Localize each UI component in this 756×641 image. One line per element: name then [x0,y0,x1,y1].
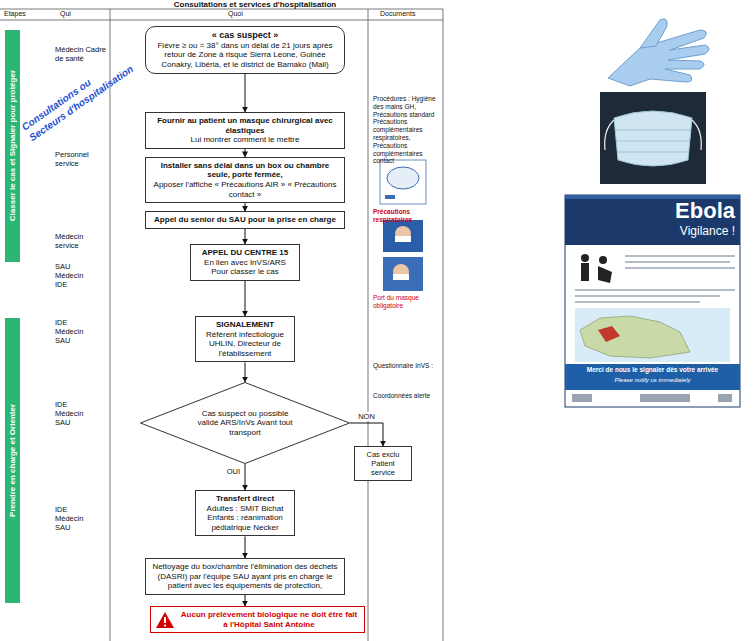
node-text: APPEL DU CENTRE 15 [196,248,294,258]
node-text: Référent infectiologue UHLIN, Directeur … [201,330,289,359]
column-header: Qui [60,10,100,18]
flow-arrow [245,464,246,490]
node-text: « cas suspect » [151,30,339,41]
process-box: Transfert directAdultes : SMIT Bichat En… [195,490,295,536]
process-box: Cas exclu Patient service [354,446,412,481]
ebola-poster [565,195,740,407]
actor-label: IDE Médecin SAU [55,318,95,345]
document-note: Port du masque obligatoire [373,294,441,310]
process-box: SIGNALEMENTRéférent infectiologue UHLIN,… [195,316,295,362]
diamond-shape [141,383,350,464]
warning-dot [164,624,166,626]
band-text: Prendre en charge et Orienter [8,404,18,517]
document-note: Procédures : Hygiène des mains GH, Préca… [373,95,441,165]
flow-arrow [245,74,246,112]
node-text: Fièvre ≥ ou = 38° dans un délai de 21 jo… [151,41,339,70]
warning-triangle-shape [156,612,174,628]
node-text: SIGNALEMENT [201,320,289,330]
flow-arrow [245,595,246,606]
flow-arrow [245,149,246,157]
edge-label: NON [357,412,376,421]
node-text: Fournir au patient un masque chirurgical… [151,116,339,135]
watermark-text: Secteurs d'hospitalisation [27,62,136,144]
edge-label: OUI [226,467,241,476]
poster-text: Please notify us immediately [568,377,737,384]
node-text: Lui montrer comment le mettre [151,135,339,145]
poster-text: Ebola [650,198,735,224]
poster-text: Merci de nous le signaler dès votre arri… [568,366,737,374]
process-box: Appel du senior du SAU pour la prise en … [145,211,345,229]
process-box: « cas suspect »Fièvre ≥ ou = 38° dans un… [145,26,345,74]
document-note: Précautions respiratoires [373,208,441,224]
actor-label: IDE Médecin SAU [55,505,95,532]
decision-diamond: Cas suspect ou possible validé ARS/InVs … [140,382,350,464]
column-header: Etapes [4,10,48,18]
flow-arrow [245,281,246,316]
warning-triangle [155,611,175,629]
stage-band: Prendre en charge et Orienter [5,318,20,603]
flow-arrow [245,203,246,211]
flow-arrow [245,362,246,382]
node-text: Cas exclu Patient service [360,450,406,477]
watermark: Consultations ouSecteurs d'hospitalisati… [19,52,136,144]
watermark-text: Consultations ou [19,52,128,134]
node-text: En lien avec InVS/ARS Pour classer le ca… [196,258,294,277]
warning-mark [164,617,166,623]
node-text: Aucun prélèvement biologique ne doit êtr… [179,610,359,629]
node-text: Appel du senior du SAU pour la prise en … [151,215,339,225]
node-text: Apposer l'affiche « Précautions AIR » « … [151,180,339,199]
glove-photo [608,19,709,86]
document-note: Questionnaire InVS : [373,362,441,370]
process-box: Fournir au patient un masque chirurgical… [145,112,345,149]
actor-label: IDE Médecin SAU [55,400,95,427]
mask-photo [383,220,423,291]
diagram-title: Consultations et services d'hospitalisat… [140,0,370,10]
warning-box: Aucun prélèvement biologique ne doit êtr… [150,606,365,633]
surgical-mask-photo [600,92,706,184]
actor-label: Personnel service [55,150,107,168]
stage-band: Classer le cas et Signaler pour protéger [5,30,20,262]
node-text: Installer sans délai dans un box ou cham… [151,161,339,180]
document-note: Coordonnées alerte [373,392,441,400]
node-text: Adultes : SMIT Bichat Enfants : réanimat… [201,504,289,533]
actor-label: Médecin service [55,232,107,250]
poster-thumbnail [380,160,426,204]
column-header: Quoi [228,10,268,18]
flow-arrow [350,423,383,446]
node-text: Cas suspect ou possible validé ARS/InVs … [192,409,298,438]
node-text: Transfert direct [201,494,289,504]
table-lines [0,9,443,641]
process-box: Installer sans délai dans un box ou cham… [145,157,345,203]
flow-arrow [245,229,246,244]
column-header: Documents [380,10,440,18]
actor-label: Médecin Cadre de santé [55,45,107,63]
poster-text: Vigilance ! [640,224,735,238]
actor-label: SAU Médecin IDE [55,262,95,289]
node-text: Nettoyage du box/chambre l'élimination d… [151,562,339,591]
process-box: Nettoyage du box/chambre l'élimination d… [145,558,345,595]
process-box: APPEL DU CENTRE 15En lien avec InVS/ARS … [190,244,300,281]
flow-arrow [245,536,246,558]
band-text: Classer le cas et Signaler pour protéger [8,70,18,221]
